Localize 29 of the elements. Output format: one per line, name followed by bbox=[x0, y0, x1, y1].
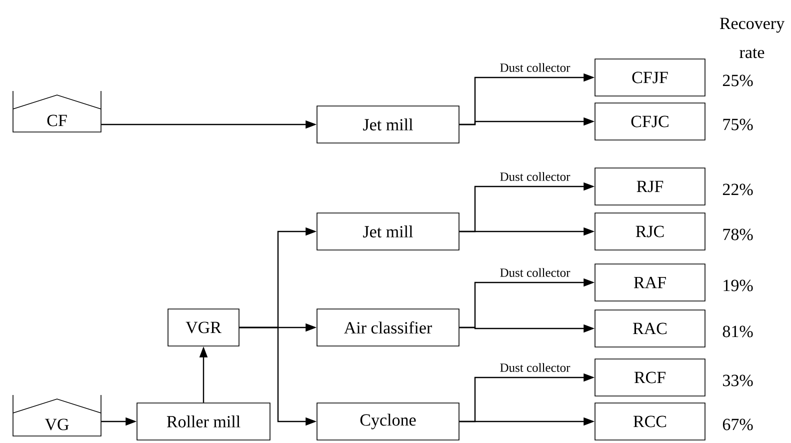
percentage-label: 75% bbox=[723, 118, 753, 130]
process-box: CFJC bbox=[594, 102, 706, 140]
percentage-label: 81% bbox=[722, 326, 753, 338]
process-box: RCF bbox=[594, 358, 706, 396]
process-box: RJC bbox=[594, 212, 706, 250]
process-box: VGR bbox=[168, 308, 240, 346]
percentage-label: 19% bbox=[724, 280, 753, 292]
edge-label: Dust collector bbox=[499, 268, 571, 278]
process-box: RCC bbox=[594, 402, 706, 440]
edge-label: Dust collector bbox=[499, 362, 571, 372]
process-box: Air classifier bbox=[316, 308, 460, 346]
storage-bin: CF bbox=[12, 90, 102, 132]
process-box: Cyclone bbox=[316, 402, 460, 440]
process-box: Jet mill bbox=[316, 212, 460, 250]
process-box: CFJF bbox=[594, 58, 706, 96]
percentage-label: 78% bbox=[723, 228, 753, 240]
column-header: Recovery rate bbox=[720, 18, 785, 58]
edge-label: Dust collector bbox=[499, 172, 571, 182]
storage-bin: VG bbox=[12, 394, 102, 436]
process-box: Jet mill bbox=[316, 106, 460, 144]
percentage-label: 67% bbox=[722, 418, 753, 430]
process-box: RAC bbox=[594, 310, 706, 348]
percentage-label: 25% bbox=[722, 74, 753, 86]
process-box: Roller mill bbox=[136, 402, 270, 440]
process-box: RJF bbox=[594, 168, 706, 206]
percentage-label: 22% bbox=[722, 184, 753, 196]
percentage-label: 33% bbox=[723, 374, 753, 386]
edge-label: Dust collector bbox=[499, 62, 571, 72]
process-box: RAF bbox=[594, 264, 706, 302]
